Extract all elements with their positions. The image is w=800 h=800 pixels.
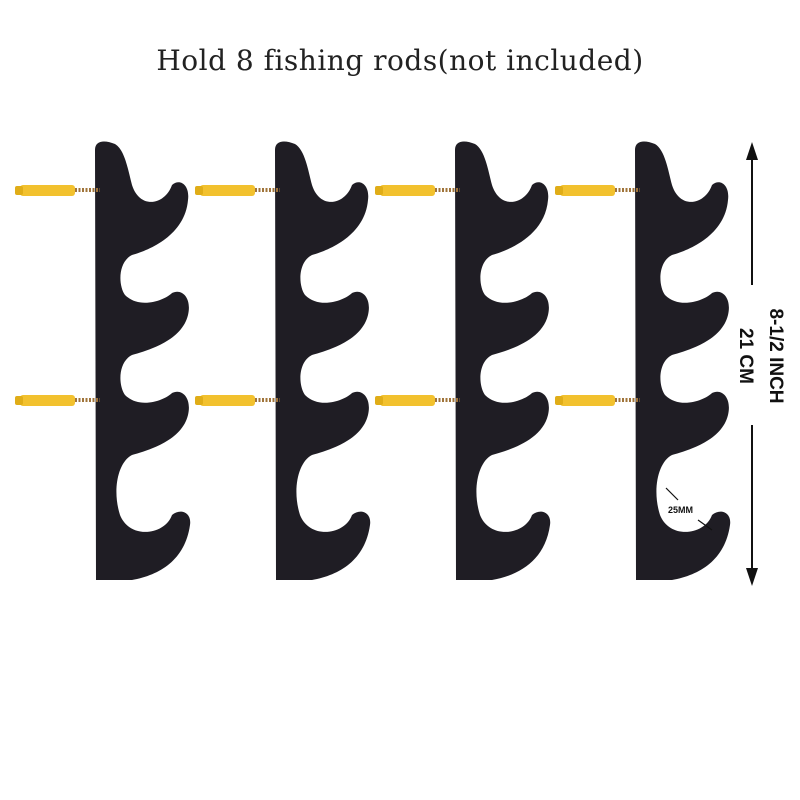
wall-anchor-1-1 (13, 183, 102, 198)
dimension-arrow-down (746, 568, 758, 586)
rod-rack-4 (553, 141, 731, 581)
rod-rack-1 (13, 141, 191, 581)
wall-anchor-4-2 (553, 393, 642, 408)
wall-anchor-1-2 (13, 393, 102, 408)
rod-rack-2 (193, 141, 371, 581)
hole-arrow-top (665, 487, 679, 501)
dimension-arrow-up (746, 142, 758, 160)
hole-arrow-bottom (697, 519, 713, 531)
wall-anchor-3-2 (373, 393, 462, 408)
dimension-inch-label: 8-1/2 INCH (765, 308, 786, 404)
wall-anchor-2-1 (193, 183, 282, 198)
product-caption: Hold 8 fishing rods(not included) (156, 44, 644, 77)
wall-anchor-4-1 (553, 183, 642, 198)
wall-anchor-2-2 (193, 393, 282, 408)
hole-size-label: 25MM (668, 505, 694, 515)
rod-rack-3 (373, 141, 551, 581)
wall-anchor-3-1 (373, 183, 462, 198)
dimension-cm-label: 21 CM (735, 328, 756, 384)
